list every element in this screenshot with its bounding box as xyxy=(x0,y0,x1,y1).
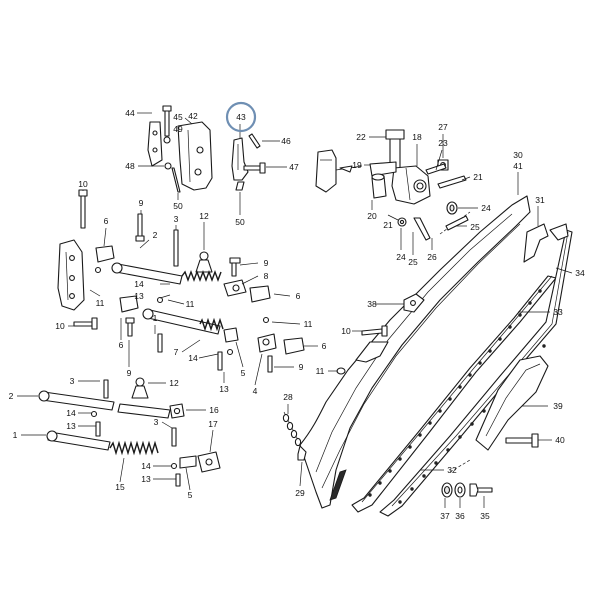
label-13-a: 13 xyxy=(134,291,144,301)
label-23: 23 xyxy=(438,138,448,148)
label-41: 41 xyxy=(513,161,523,171)
label-9-d: 9 xyxy=(299,362,304,372)
label-2-a: 2 xyxy=(153,230,158,240)
label-6-d: 6 xyxy=(322,341,327,351)
label-12-a: 12 xyxy=(199,211,209,221)
label-6-a: 6 xyxy=(104,216,109,226)
label-47: 47 xyxy=(289,162,299,172)
hinge-assembly xyxy=(369,129,469,241)
label-40: 40 xyxy=(555,435,565,445)
label-9-a: 9 xyxy=(139,198,144,208)
label-11-d: 11 xyxy=(304,319,313,329)
label-38: 38 xyxy=(367,299,377,309)
label-14-b: 14 xyxy=(188,353,198,363)
top-brackets xyxy=(147,105,363,193)
label-11-a: 11 xyxy=(96,298,105,308)
part-labels: 30 41 31 34 33 38 10 11 39 40 32 37 36 3… xyxy=(9,108,585,521)
label-20: 20 xyxy=(367,211,377,221)
label-13-c: 13 xyxy=(66,421,76,431)
label-3-b: 3 xyxy=(70,376,75,386)
leader-lines xyxy=(17,112,573,508)
label-11-b: 11 xyxy=(186,299,195,309)
label-1-b: 1 xyxy=(13,430,18,440)
label-32: 32 xyxy=(447,465,457,475)
label-45: 45 xyxy=(173,112,183,122)
label-31: 31 xyxy=(535,195,545,205)
bar1-holes xyxy=(368,289,542,497)
label-14-a: 14 xyxy=(134,279,144,289)
label-49: 49 xyxy=(173,124,183,134)
label-29: 29 xyxy=(295,488,305,498)
label-18: 18 xyxy=(412,132,422,142)
label-24-b: 24 xyxy=(396,252,406,262)
label-37: 37 xyxy=(440,511,450,521)
label-9-b: 9 xyxy=(264,258,269,268)
label-25-a: 25 xyxy=(470,222,480,232)
label-21-a: 21 xyxy=(473,172,483,182)
label-33: 33 xyxy=(553,307,563,317)
label-50-mid: 50 xyxy=(235,217,245,227)
label-11-right: 11 xyxy=(316,366,325,376)
label-34: 34 xyxy=(575,268,585,278)
label-7: 7 xyxy=(174,347,179,357)
label-15: 15 xyxy=(115,482,125,492)
linkage-assembly xyxy=(38,189,305,487)
label-6-b: 6 xyxy=(296,291,301,301)
label-19: 19 xyxy=(352,160,362,170)
label-10-right: 10 xyxy=(341,326,351,336)
label-5-a: 5 xyxy=(241,368,246,378)
label-14-c: 14 xyxy=(66,408,76,418)
label-3-c: 3 xyxy=(154,417,159,427)
cutter-bar-assembly xyxy=(282,195,573,517)
label-17: 17 xyxy=(208,419,218,429)
label-4: 4 xyxy=(253,386,258,396)
label-48: 48 xyxy=(125,161,135,171)
label-12-b: 12 xyxy=(169,378,179,388)
label-10-left-b: 10 xyxy=(55,321,65,331)
highlight-ring xyxy=(225,101,257,133)
label-46: 46 xyxy=(281,136,291,146)
label-16: 16 xyxy=(209,405,219,415)
label-30: 30 xyxy=(513,150,523,160)
label-36: 36 xyxy=(455,511,465,521)
label-1-a: 1 xyxy=(153,313,158,323)
label-50-top: 50 xyxy=(173,201,183,211)
label-8: 8 xyxy=(264,271,269,281)
label-14-d: 14 xyxy=(141,461,151,471)
label-26: 26 xyxy=(427,252,437,262)
label-24-a: 24 xyxy=(481,203,491,213)
label-6-c: 6 xyxy=(119,340,124,350)
label-44: 44 xyxy=(125,108,135,118)
label-21-b: 21 xyxy=(383,220,393,230)
label-9-c: 9 xyxy=(127,368,132,378)
label-39: 39 xyxy=(553,401,563,411)
label-5-b: 5 xyxy=(188,490,193,500)
label-13-b: 13 xyxy=(219,384,229,394)
label-35: 35 xyxy=(480,511,490,521)
label-28: 28 xyxy=(283,392,293,402)
label-2-b: 2 xyxy=(9,391,14,401)
label-43: 43 xyxy=(236,112,246,122)
label-22: 22 xyxy=(356,132,366,142)
label-13-d: 13 xyxy=(141,474,151,484)
label-42: 42 xyxy=(188,111,198,121)
label-10-left: 10 xyxy=(78,179,88,189)
label-3-a: 3 xyxy=(174,214,179,224)
label-25-b: 25 xyxy=(408,257,418,267)
label-27: 27 xyxy=(438,122,448,132)
